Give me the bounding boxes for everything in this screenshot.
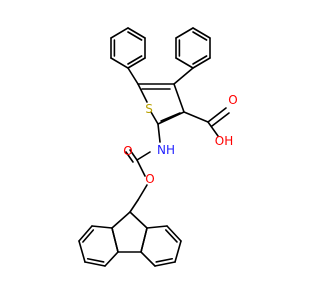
cooh-double-bond	[211, 112, 230, 127]
carbamate-bond	[136, 151, 151, 161]
ester-bond	[136, 159, 146, 177]
fluorene-left-ring-bond	[111, 227, 119, 253]
fluorene-left-ring-bond	[78, 225, 93, 242]
bond-lines	[78, 27, 230, 267]
phenyl-left-bond	[127, 57, 146, 69]
thiophene-bond	[150, 111, 159, 125]
fluorene-right-ring-bond	[146, 225, 168, 229]
fluorene-right-ring-bond	[140, 227, 148, 253]
atom-label-carboxyl-oxygen: O	[228, 93, 237, 107]
phenyl-right-double-bond	[192, 55, 208, 65]
phenyl-right-bond	[192, 57, 211, 69]
phenyl-attach-bond	[127, 67, 139, 85]
fluorene-left-ring-bond	[91, 225, 113, 229]
molecule-structure: S O OH NH O O	[78, 27, 238, 267]
fluorene-right-ring-bond	[166, 225, 182, 242]
phenyl-right-double-bond	[192, 31, 208, 41]
fluorene-left-ring-bond	[104, 251, 119, 267]
fluorene-left-ring-double-bond	[86, 257, 105, 263]
phenyl-left-bond	[110, 57, 129, 69]
phenyl-right-bond	[175, 27, 194, 39]
fluorene-right-ring-bond	[140, 251, 156, 267]
phenyl-left-double-bond	[127, 55, 143, 65]
cooh-oh-bond	[207, 121, 219, 137]
cooh-bond	[183, 111, 209, 123]
fluorene-bond	[111, 211, 131, 229]
fluorene-left-ring-double-bond	[82, 229, 95, 243]
phenyl-left-bond	[110, 27, 129, 39]
fluorene-right-ring-double-bond	[155, 257, 173, 263]
fluorene-left-ring-bond	[84, 261, 106, 267]
thiophene-double-bond	[160, 112, 181, 122]
phenyl-right-bond	[192, 27, 211, 39]
structure-canvas: S O OH NH O O	[78, 27, 238, 267]
fluorene-left-ring-bond	[78, 240, 86, 263]
atom-label-sulfur: S	[145, 102, 153, 116]
phenyl-attach-bond	[173, 67, 194, 85]
fluorene-right-ring-double-bond	[165, 229, 178, 243]
fluorene-bond	[129, 211, 148, 229]
atom-label-carbamate-carbonyl-oxygen: O	[123, 144, 132, 158]
ester-o-bond	[137, 184, 148, 201]
atom-label-carbamate-ester-oxygen: O	[145, 172, 154, 186]
fluorene-right-ring-bond	[154, 261, 176, 267]
ch2-bond	[129, 199, 139, 213]
thiophene-bond	[173, 83, 185, 113]
carbonyl-double-bond	[129, 149, 138, 161]
atom-label-amide-nh: NH	[157, 143, 175, 157]
fluorene-right-ring-bond	[174, 240, 182, 263]
thiophene-bond	[137, 83, 148, 103]
amide-bond	[157, 123, 161, 143]
cooh-double-bond	[207, 107, 227, 123]
phenyl-right-bond	[175, 57, 194, 69]
atom-label-hydroxyl: OH	[215, 134, 233, 148]
phenyl-left-double-bond	[127, 31, 143, 41]
phenyl-left-bond	[127, 27, 146, 39]
carbonyl-double-bond	[125, 151, 134, 163]
